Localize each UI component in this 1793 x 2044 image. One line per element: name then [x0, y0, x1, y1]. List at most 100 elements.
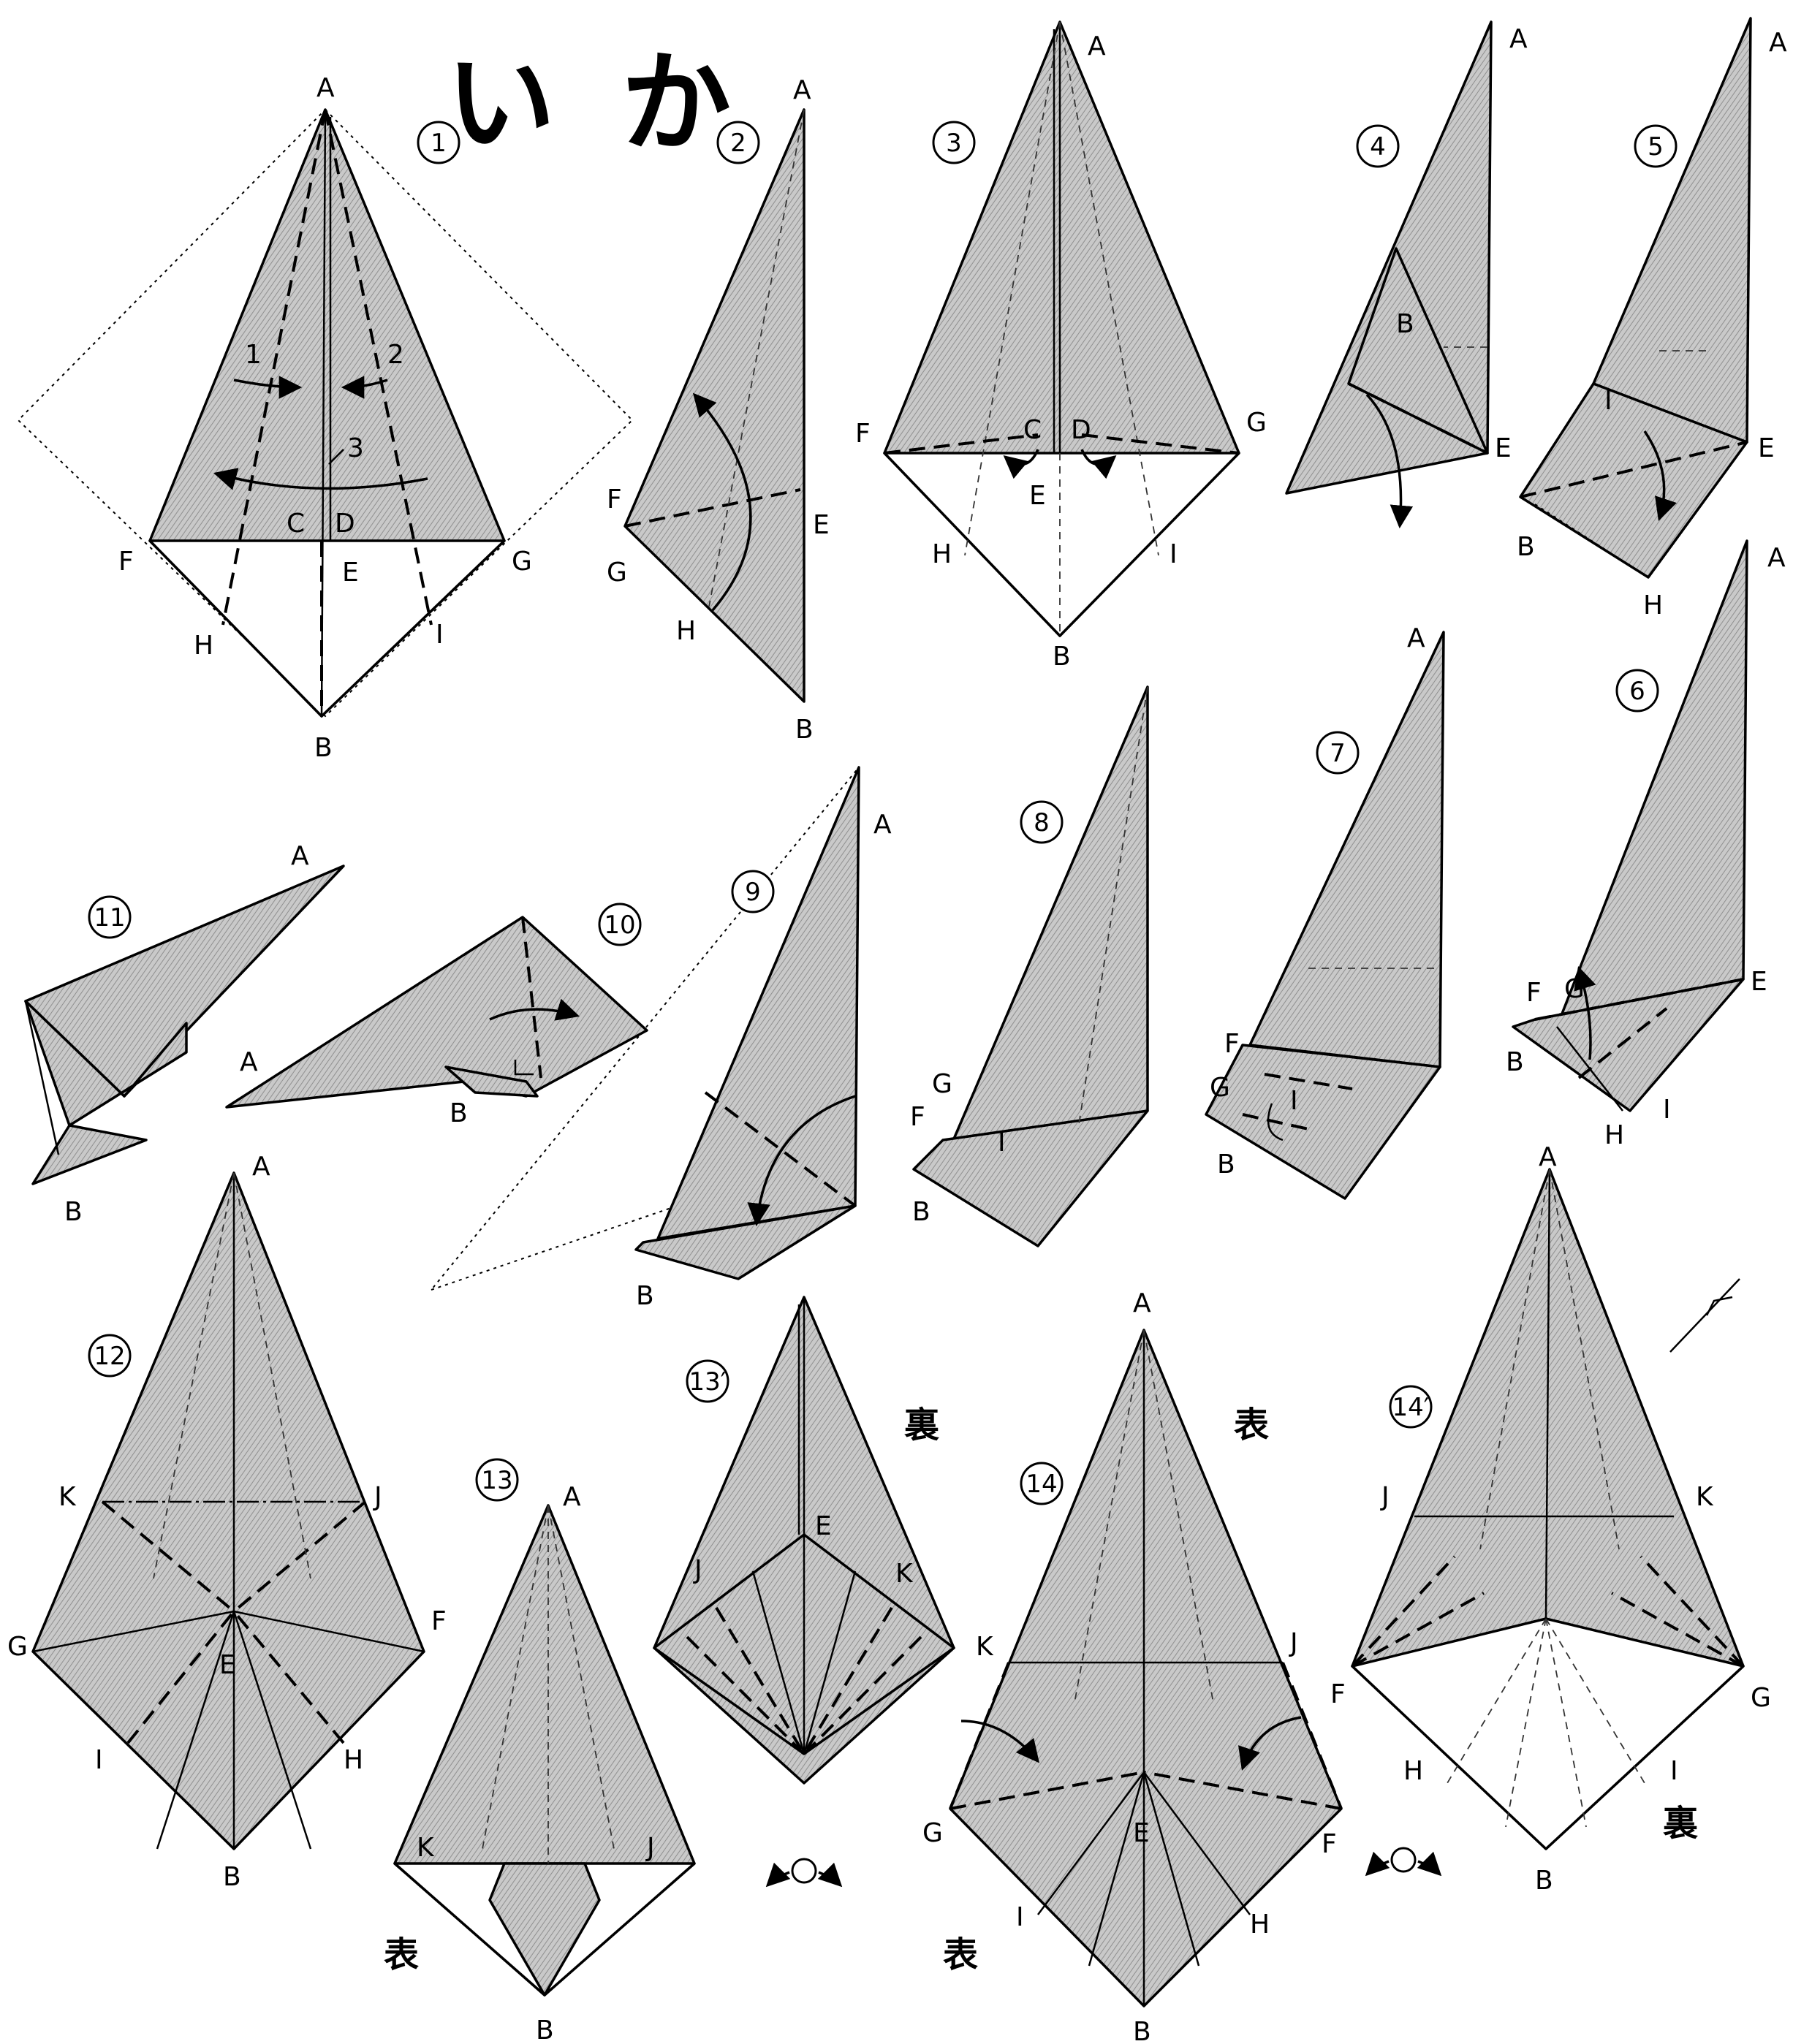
point-label: F	[1224, 1029, 1240, 1059]
point-label: E	[1133, 1818, 1150, 1848]
step-13: 13 A K J B	[395, 1459, 694, 2044]
point-label: G	[1246, 408, 1267, 438]
point-label: H	[1604, 1120, 1624, 1150]
point-label: B	[636, 1281, 654, 1311]
point-label: B	[536, 2015, 554, 2044]
point-label: I	[1290, 1086, 1298, 1116]
point-label: I	[1604, 386, 1612, 416]
point-label: B	[64, 1197, 83, 1227]
point-label: B	[795, 715, 814, 745]
point-label: J	[373, 1482, 382, 1512]
side-label-front: 表	[384, 1926, 419, 1977]
point-label: A	[291, 841, 309, 871]
side-label-front: 表	[1234, 1396, 1269, 1447]
point-label: B	[450, 1098, 468, 1128]
point-label: G	[512, 547, 532, 577]
point-label: G	[1210, 1073, 1230, 1103]
fold-order-label: 3	[347, 433, 364, 463]
point-label: H	[194, 631, 213, 661]
point-label: K	[976, 1632, 994, 1662]
point-label: G	[932, 1069, 952, 1099]
step-7: 7 A F G I B	[1206, 623, 1444, 1198]
point-label: F	[431, 1606, 447, 1636]
step-2: 2 A F G E H B	[607, 75, 830, 745]
point-label: F	[1330, 1679, 1346, 1709]
step-number: 5	[1648, 132, 1664, 162]
side-label-back: 裏	[1663, 1794, 1698, 1845]
point-label: A	[1539, 1142, 1557, 1172]
point-label: I	[436, 620, 444, 650]
step-1: 1 A 1 2 3 C D E F G H I B	[18, 73, 632, 763]
point-label: J	[645, 1833, 655, 1863]
fold-order-label: 2	[387, 340, 404, 370]
point-label: H	[1403, 1756, 1423, 1786]
step-13-prime: 13′ E J K	[654, 1297, 954, 1885]
point-label: I	[1016, 1902, 1024, 1932]
point-label: A	[1133, 1288, 1151, 1318]
point-label: D	[1071, 415, 1091, 445]
point-label: F	[118, 547, 134, 577]
point-label: B	[223, 1862, 241, 1892]
point-label: B	[1535, 1866, 1553, 1896]
step-number: 13′	[689, 1367, 727, 1397]
point-label: H	[676, 616, 696, 646]
step-6: 6 A F G E B H I	[1506, 541, 1786, 1150]
point-label: F	[607, 485, 622, 514]
step-number: 6	[1629, 677, 1645, 706]
point-label: A	[316, 73, 335, 103]
step-5: 5 A I E B H	[1517, 18, 1787, 620]
step-number: 1	[431, 129, 447, 158]
point-label: K	[417, 1833, 435, 1863]
point-label: B	[1217, 1150, 1235, 1179]
step-number: 2	[730, 129, 746, 158]
point-label: G	[607, 558, 627, 588]
point-label: B	[1133, 2017, 1151, 2044]
point-label: E	[1758, 433, 1775, 463]
point-label: J	[693, 1555, 702, 1585]
step-3: 3 A F C D G E H I B	[855, 22, 1267, 672]
point-label: A	[1767, 543, 1786, 573]
step-number: 8	[1034, 808, 1050, 837]
point-label: I	[998, 1128, 1006, 1158]
step-number: 7	[1330, 739, 1346, 768]
point-label: F	[910, 1102, 925, 1132]
point-label: F	[1526, 978, 1542, 1008]
point-label: K	[895, 1559, 914, 1589]
point-label: H	[1643, 590, 1663, 620]
point-label: B	[1517, 532, 1535, 562]
step-number: 12	[94, 1342, 125, 1371]
point-label: I	[1670, 1756, 1678, 1786]
step-number: 9	[745, 878, 761, 907]
point-label: E	[1751, 967, 1767, 997]
point-label: F	[855, 419, 871, 449]
point-label: G	[1751, 1683, 1771, 1713]
point-label: A	[793, 75, 811, 105]
point-label: G	[922, 1818, 943, 1848]
step-number: 3	[946, 129, 962, 158]
point-label: B	[1396, 309, 1414, 339]
step-8: 8 G F I B	[910, 687, 1148, 1246]
point-label: K	[58, 1482, 77, 1512]
point-label: B	[1053, 642, 1071, 672]
point-label: H	[932, 539, 952, 569]
step-number: 14′	[1392, 1393, 1430, 1422]
side-label-front: 表	[943, 1926, 978, 1977]
point-label: G	[7, 1632, 28, 1662]
point-label: D	[335, 509, 355, 539]
point-label: J	[1380, 1482, 1390, 1512]
point-label: C	[1023, 415, 1042, 445]
point-label: A	[1088, 31, 1106, 61]
point-label: I	[1663, 1095, 1671, 1125]
step-14-prime: 14′ A J K F G H I B	[1330, 1142, 1771, 1896]
point-label: A	[1407, 623, 1425, 653]
point-label: C	[287, 509, 305, 539]
point-label: K	[1696, 1482, 1714, 1512]
step-11: 11 A B	[26, 841, 344, 1227]
point-label: H	[1250, 1910, 1270, 1939]
point-label: H	[344, 1745, 363, 1775]
turn-over-icon	[792, 1859, 816, 1882]
point-label: A	[563, 1482, 581, 1512]
point-label: I	[1170, 539, 1178, 569]
point-label: G	[1564, 974, 1585, 1004]
